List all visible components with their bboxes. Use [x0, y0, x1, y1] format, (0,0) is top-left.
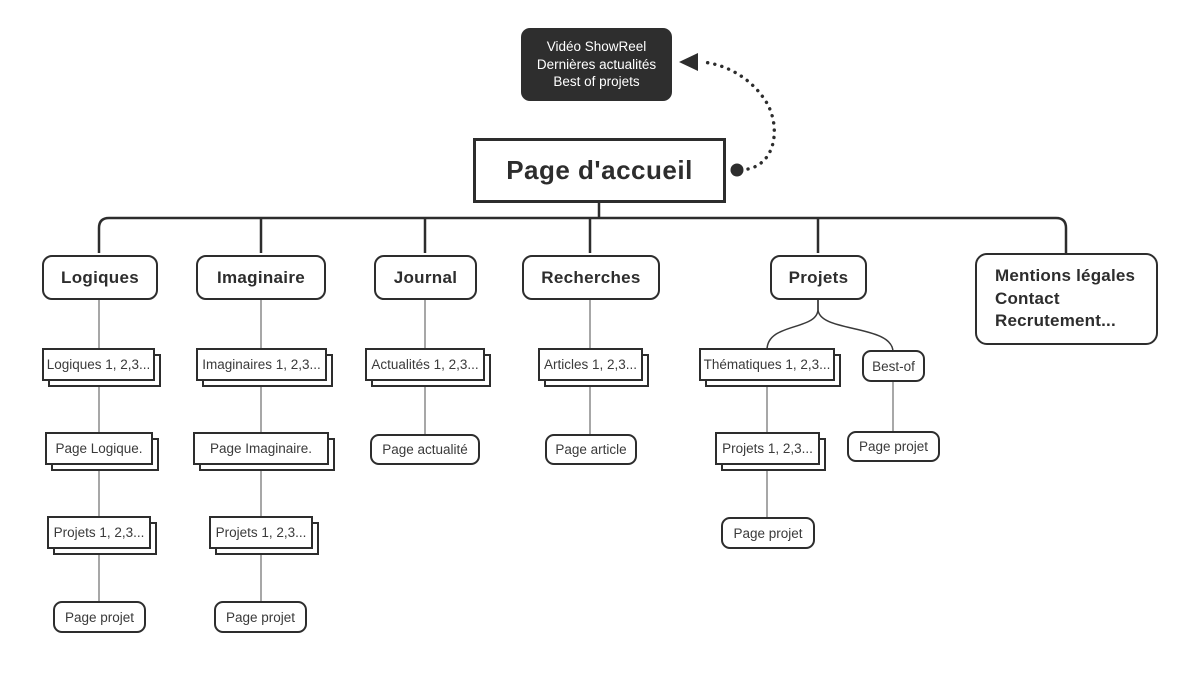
- node-recherches: Recherches: [522, 255, 660, 300]
- annotation-line: Best of projets: [553, 74, 640, 90]
- node-page-imaginaire: Page Imaginaire.: [193, 432, 329, 465]
- node-logiques: Logiques: [42, 255, 158, 300]
- trunk-line: [97, 216, 1068, 253]
- annotation-line: Vidéo ShowReel: [546, 39, 647, 55]
- node-projets: Projets: [770, 255, 867, 300]
- annotation-box: Vidéo ShowReel Dernières actualités Best…: [521, 28, 672, 101]
- node-imaginaire: Imaginaire: [196, 255, 326, 300]
- node-mentions: Mentions légales Contact Recrutement...: [975, 253, 1158, 345]
- node-page-article: Page article: [545, 434, 637, 465]
- node-actualites-list: Actualités 1, 2,3...: [365, 348, 485, 381]
- node-page-projet-bestof: Page projet: [847, 431, 940, 462]
- node-projets-list-thematiques: Projets 1, 2,3...: [715, 432, 820, 465]
- node-articles-list: Articles 1, 2,3...: [538, 348, 643, 381]
- node-home: Page d'accueil: [473, 138, 726, 203]
- node-page-actualite: Page actualité: [370, 434, 480, 465]
- projets-branch-right: [817, 300, 894, 353]
- mentions-line: Recrutement...: [995, 311, 1116, 331]
- node-projets-list-logiques: Projets 1, 2,3...: [47, 516, 151, 549]
- mentions-line: Mentions légales: [995, 266, 1136, 286]
- node-page-logique: Page Logique.: [45, 432, 153, 465]
- node-best-of: Best-of: [862, 350, 925, 382]
- node-projets-list-imaginaire: Projets 1, 2,3...: [209, 516, 313, 549]
- node-page-projet-thematiques: Page projet: [721, 517, 815, 549]
- node-page-projet-imaginaire: Page projet: [214, 601, 307, 633]
- projets-branch-left: [766, 300, 819, 351]
- arrow-origin-dot: [730, 163, 744, 177]
- mentions-line: Contact: [995, 288, 1060, 308]
- node-logiques-list: Logiques 1, 2,3...: [42, 348, 155, 381]
- node-thematiques-list: Thématiques 1, 2,3...: [699, 348, 835, 381]
- node-journal: Journal: [374, 255, 477, 300]
- node-page-projet-logiques: Page projet: [53, 601, 146, 633]
- dotted-arrow: [700, 60, 776, 171]
- arrowhead-icon: [679, 53, 698, 71]
- annotation-line: Dernières actualités: [536, 56, 657, 72]
- node-imaginaires-list: Imaginaires 1, 2,3...: [196, 348, 327, 381]
